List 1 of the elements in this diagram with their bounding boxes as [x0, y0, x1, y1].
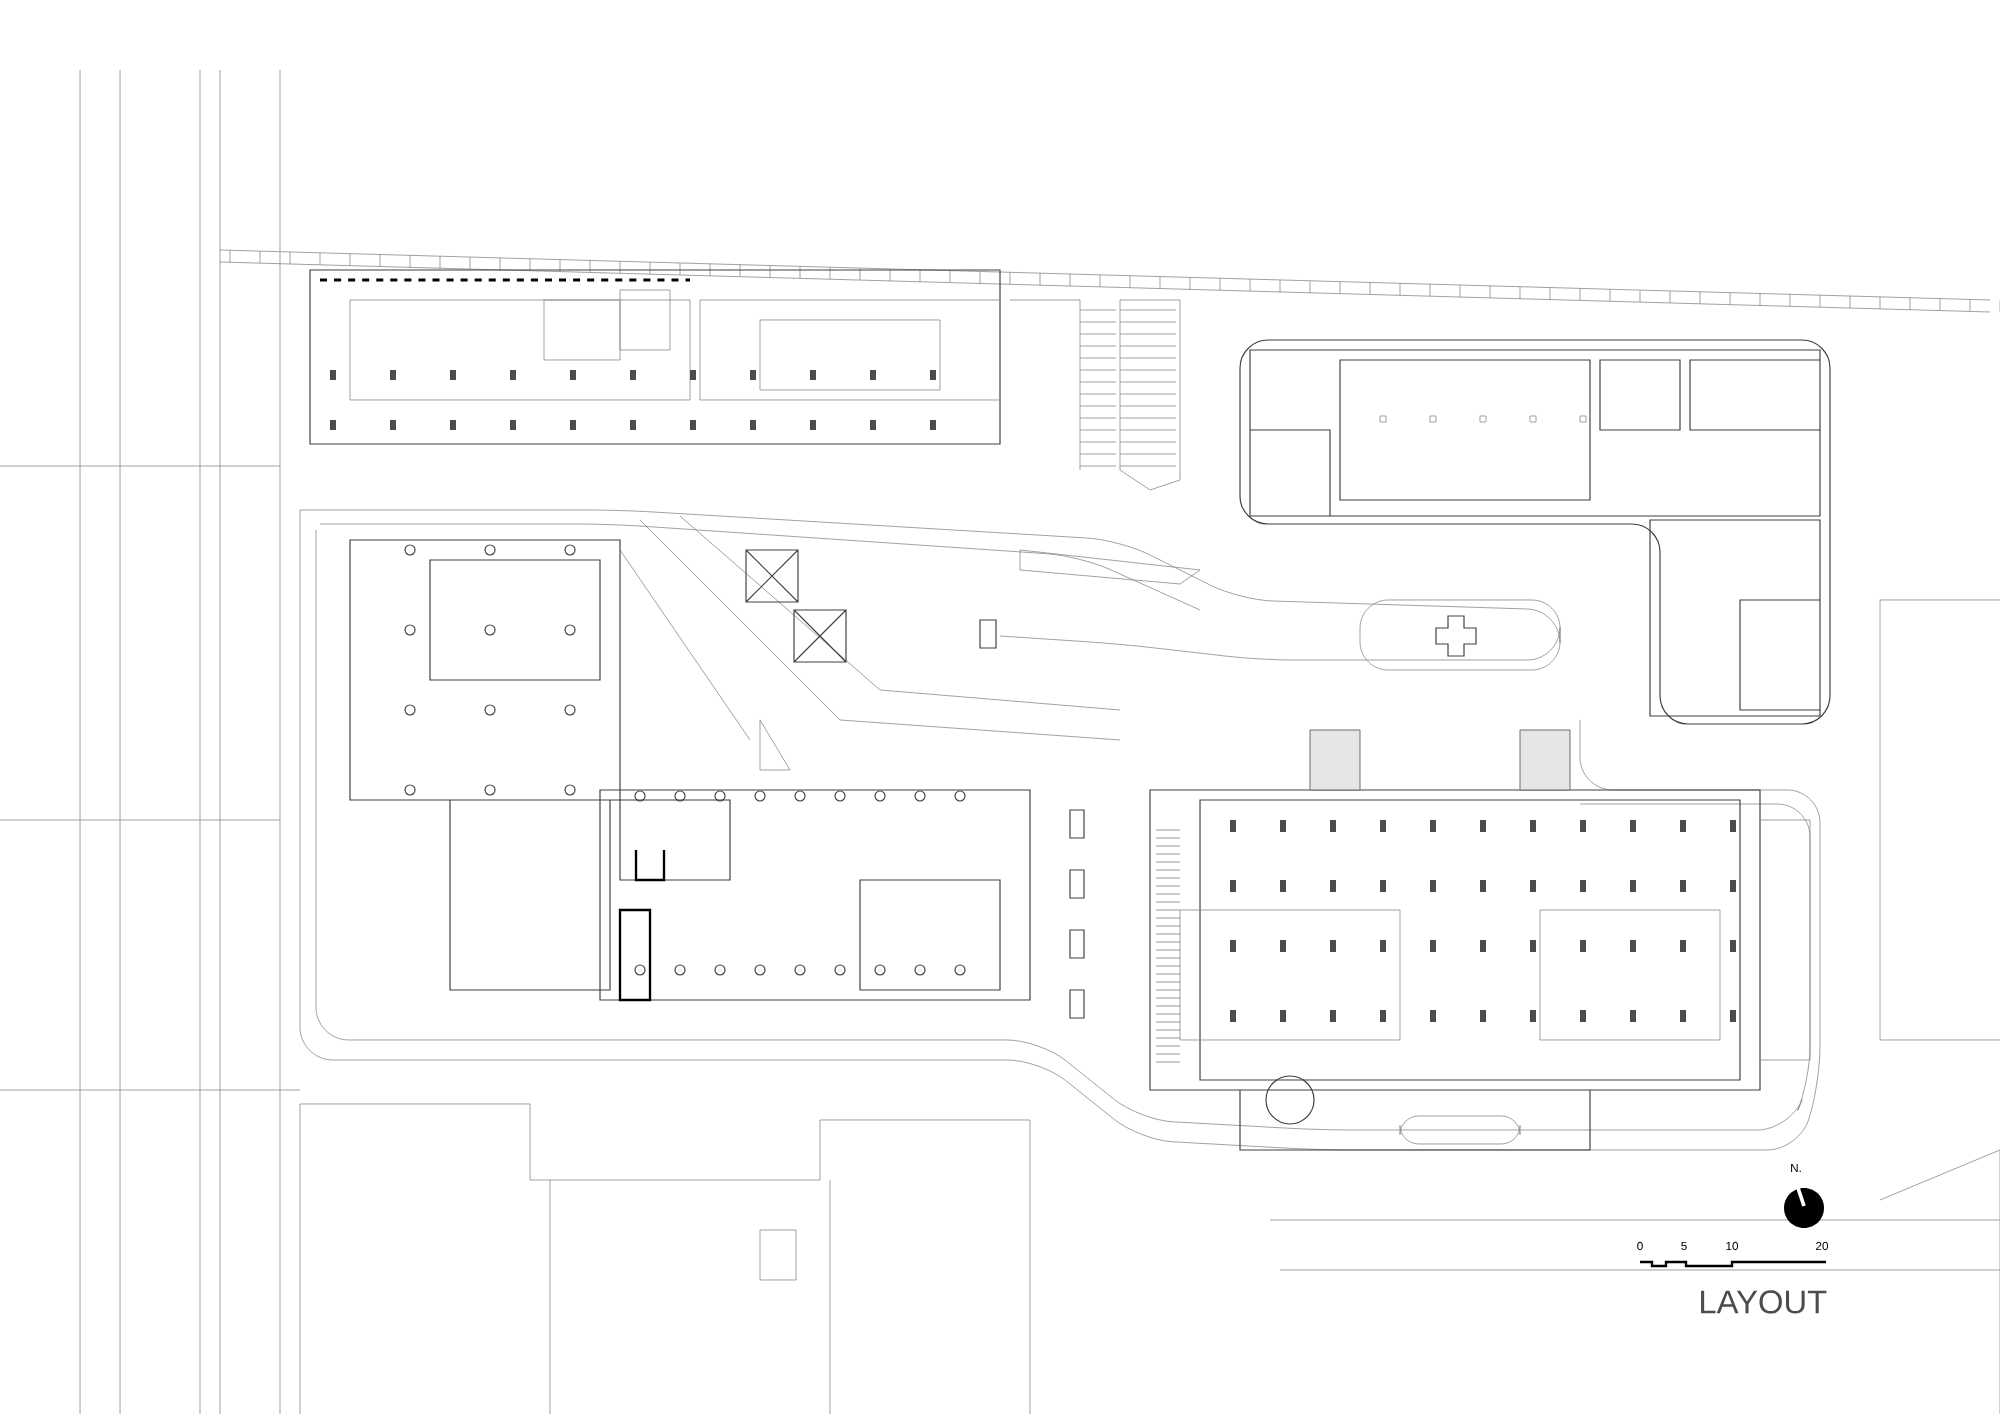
drawing-title: LAYOUT — [1701, 1290, 1827, 1314]
